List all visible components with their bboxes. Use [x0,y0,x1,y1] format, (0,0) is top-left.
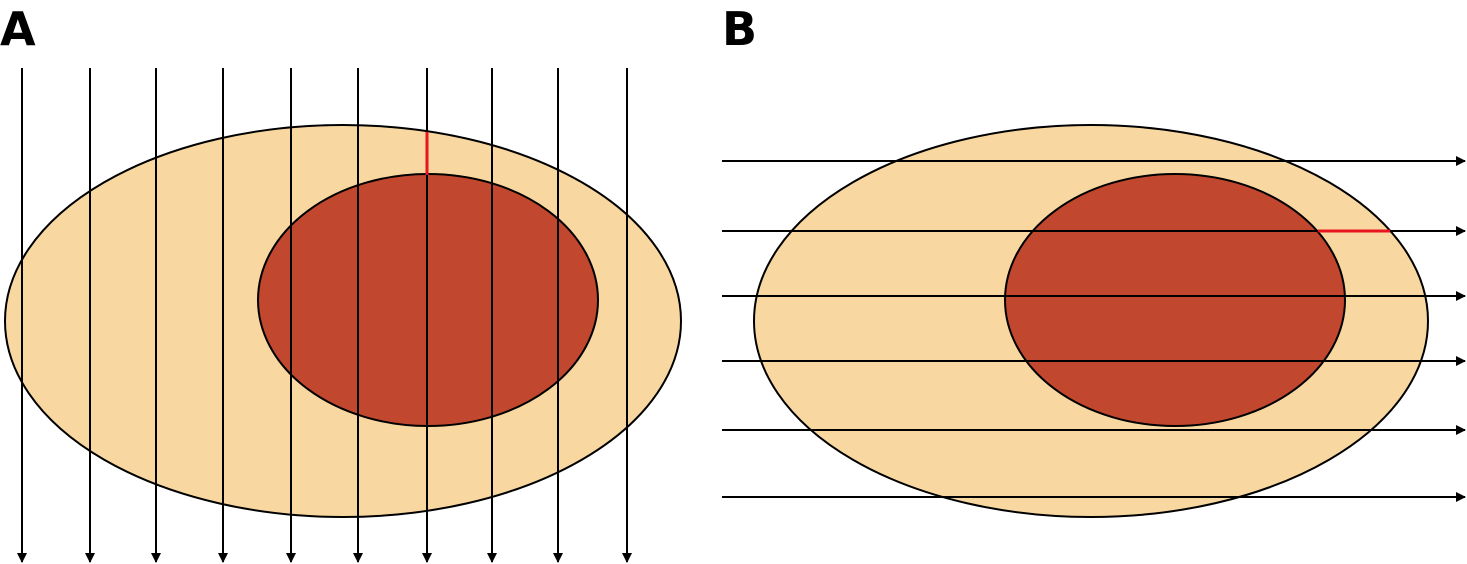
panel-a-label: A [0,2,36,56]
panel-b-label: B [722,2,757,56]
panel-a: A [0,2,682,563]
inner-ellipse [1004,173,1346,427]
panel-b: B [722,2,1466,518]
